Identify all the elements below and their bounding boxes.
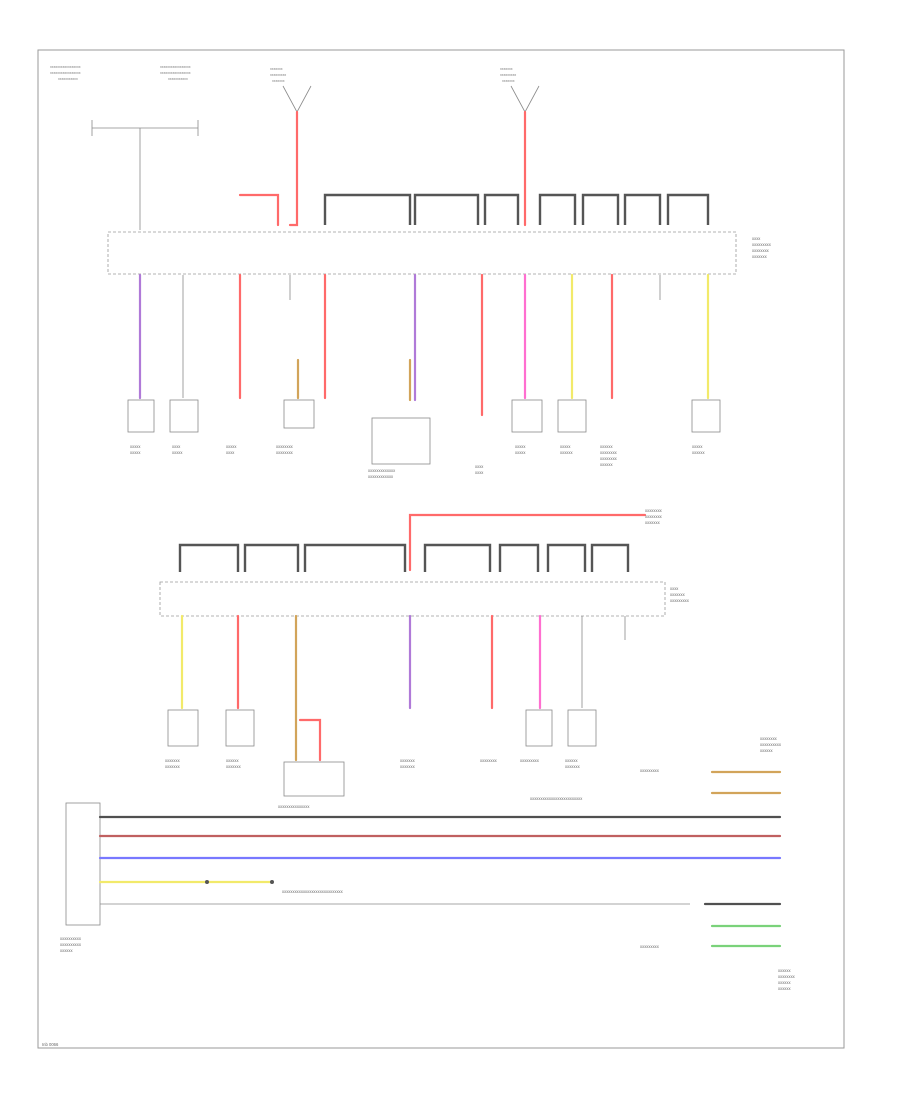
svg-text:xxxxx: xxxxx [692,444,703,449]
svg-text:xxxxxxxxxxx: xxxxxxxxxxx [58,77,78,81]
svg-text:xxxxxxxx: xxxxxxxx [276,444,294,449]
svg-text:xxxxxx: xxxxxx [600,444,613,449]
svg-text:xxxxxx: xxxxxx [60,948,73,953]
top-left-connector-group: xxxxxxxxxxxxxxxxx xxxxxxxxxxxxxxxxx xxxx… [50,65,199,230]
svg-text:xxxxxx: xxxxxx [778,986,791,991]
svg-text:xxxxxx: xxxxxx [560,450,573,455]
svg-text:xxxx: xxxx [752,236,761,241]
svg-text:xxxxxxxx: xxxxxxxx [760,736,778,741]
svg-text:xxxxxxxxxxxxxxxxx: xxxxxxxxxxxxxxxxx [160,71,191,75]
svg-text:xxxxxxxxx: xxxxxxxxx [752,242,772,247]
svg-text:xxxxxxxx: xxxxxxxx [752,248,770,253]
svg-text:xxxxxxx: xxxxxxx [272,79,285,83]
middle-bus-blocks [178,543,630,572]
svg-text:xxxxxxx: xxxxxxx [270,67,283,71]
middle-component-labels: xxxxxxxxxxxxxx xxxxxxxxxxxxx xxxxxxxxxxx… [165,758,583,809]
svg-text:xxxxx: xxxxx [560,444,571,449]
middle-components [167,709,597,797]
svg-text:xxxxxxxxxxxx: xxxxxxxxxxxx [368,474,394,479]
svg-text:xxxxx: xxxxx [226,444,237,449]
svg-text:xxxx: xxxx [475,470,484,475]
svg-text:xxxxxxxxx: xxxxxxxxx [640,768,660,773]
svg-text:xxxxxxxx: xxxxxxxx [600,450,618,455]
svg-text:xxxxxxx: xxxxxxx [565,764,581,769]
svg-text:xxxx: xxxx [226,450,235,455]
middle-branch-wires [180,614,626,762]
svg-text:xxxx: xxxx [475,464,484,469]
svg-text:xxxxxxx: xxxxxxx [226,764,242,769]
footer-code: Inb 0066 [42,1042,59,1047]
svg-text:xxxxxxxxx: xxxxxxxxx [640,944,660,949]
svg-text:xxxxx: xxxxx [130,450,141,455]
svg-text:xxxxxxxxxx: xxxxxxxxxx [760,742,782,747]
svg-text:xxxxxxxxxxxxxxxxx: xxxxxxxxxxxxxxxxx [160,65,191,69]
svg-text:xxxxxxxxxxxxxxxxx: xxxxxxxxxxxxxxxxx [50,65,81,69]
svg-text:xxxxxxxxxx: xxxxxxxxxx [60,936,82,941]
svg-text:xxxxxxx: xxxxxxx [400,764,416,769]
svg-text:xxxxxxxxx: xxxxxxxxx [500,73,516,77]
top-branch-wires [138,273,710,417]
svg-text:xxxxxxxx: xxxxxxxx [778,974,796,979]
bottom-harness: xxxxxxxxxx xxxxxxxxxx xxxxxx xxxxxxxxxxx… [60,736,796,991]
svg-text:xxxxxxx: xxxxxxx [752,254,768,259]
svg-text:xxxx: xxxx [670,586,679,591]
svg-text:xxxxxxx: xxxxxxx [645,520,661,525]
svg-text:xxxxxxxx: xxxxxxxx [600,456,618,461]
svg-text:xxxxxx: xxxxxx [565,758,578,763]
svg-text:xxxx: xxxx [172,444,181,449]
svg-text:xxxxxxxxxxx: xxxxxxxxxxx [168,77,188,81]
svg-text:xxxxxxxxx: xxxxxxxxx [670,598,690,603]
svg-text:xxxxxxxxx: xxxxxxxxx [520,758,540,763]
svg-text:xxxxxx: xxxxxx [692,450,705,455]
svg-text:xxxxxxxxxxxxx: xxxxxxxxxxxxx [368,468,396,473]
top-bus-blocks [323,193,710,225]
svg-text:xxxxxxxxxxxxxxx: xxxxxxxxxxxxxxx [278,804,310,809]
svg-text:xxxxx: xxxxx [172,450,183,455]
svg-text:xxxxxx: xxxxxx [600,462,613,467]
battery-feed-right: xxxxxxx xxxxxxxxx xxxxxxx [500,67,540,227]
svg-text:xxxxxxx: xxxxxxx [400,758,416,763]
top-fuse-box: xxxx xxxxxxxxx xxxxxxxx xxxxxxx [107,231,772,275]
svg-text:xxxxxxxxxxxxxxxxxxxxxxxxxxxxx: xxxxxxxxxxxxxxxxxxxxxxxxxxxxx [282,889,344,894]
svg-text:xxxxxxx: xxxxxxx [165,764,181,769]
top-components [127,399,721,465]
svg-text:xxxxx: xxxxx [515,444,526,449]
svg-text:xxxxxx: xxxxxx [226,758,239,763]
svg-text:xxxxxxxx: xxxxxxxx [276,450,294,455]
svg-text:xxxxx: xxxxx [130,444,141,449]
svg-text:xxxxxx: xxxxxx [760,748,773,753]
middle-feed: xxxxxxxx xxxxxxxx xxxxxxx [408,508,663,572]
svg-text:xxxxxxx: xxxxxxx [165,758,181,763]
svg-text:xxxxxxxx: xxxxxxxx [645,508,663,513]
battery-feed-left: xxxxxxx xxxxxxxxx xxxxxxx [238,67,312,227]
svg-text:xxxxxxxxxx: xxxxxxxxxx [60,942,82,947]
svg-text:xxxxxxxxxxxxxxxxxxxxxxxxx: xxxxxxxxxxxxxxxxxxxxxxxxx [530,796,583,801]
svg-text:xxxxxx: xxxxxx [778,980,791,985]
svg-text:xxxxxx: xxxxxx [778,968,791,973]
svg-text:xxxxxxx: xxxxxxx [670,592,686,597]
svg-text:xxxxx: xxxxx [515,450,526,455]
svg-text:xxxxxxxxxxxxxxxxx: xxxxxxxxxxxxxxxxx [50,71,81,75]
svg-text:xxxxxxx: xxxxxxx [502,79,515,83]
top-component-labels: xxxxxxxxxx xxxxxxxxx xxxxxxxxx xxxxxxxxx… [130,444,705,479]
svg-text:xxxxxxxx: xxxxxxxx [645,514,663,519]
svg-text:xxxxxxxxx: xxxxxxxxx [270,73,286,77]
svg-text:xxxxxxx: xxxxxxx [500,67,513,71]
svg-text:xxxxxxxx: xxxxxxxx [480,758,498,763]
diagram-frame [37,49,845,1049]
middle-fuse-box: xxxx xxxxxxx xxxxxxxxx [159,581,690,617]
